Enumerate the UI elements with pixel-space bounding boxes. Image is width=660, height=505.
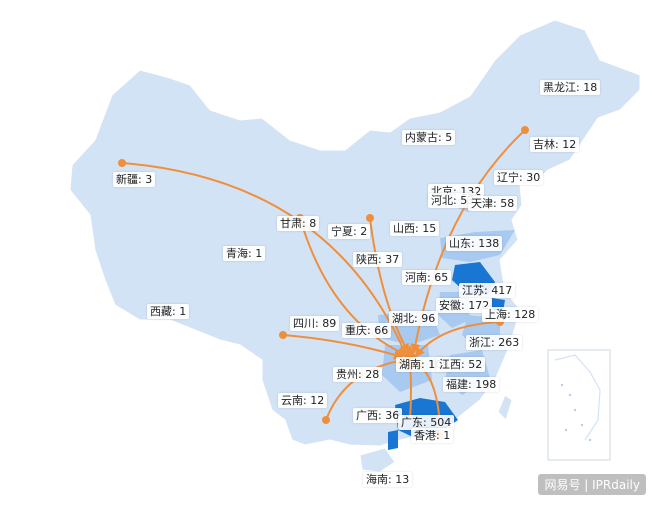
label-hubei: 湖北: 96	[389, 311, 439, 326]
label-sichuan: 四川: 89	[290, 316, 340, 331]
label-neimenggu: 内蒙古: 5	[402, 130, 456, 145]
label-tianjin: 天津: 58	[468, 196, 518, 211]
inset-coast	[554, 354, 601, 441]
hainan-island	[359, 447, 396, 473]
label-jiangxi: 江西: 52	[436, 357, 486, 372]
label-chongqing: 重庆: 66	[342, 323, 392, 338]
source-yunnan	[322, 416, 330, 424]
watermark: 网易号 | IPRdaily	[538, 474, 646, 495]
inset-islands	[560, 383, 592, 442]
label-qinghai: 青海: 1	[223, 246, 266, 261]
route-gansu	[299, 217, 408, 357]
taiwan-island	[497, 394, 513, 421]
route-sichuan	[282, 334, 404, 360]
label-hainan: 海南: 13	[363, 472, 413, 487]
label-henan: 河南: 65	[402, 270, 452, 285]
label-fujian: 福建: 198	[443, 377, 500, 392]
label-heilongjiang: 黑龙江: 18	[540, 80, 601, 95]
label-yunnan: 云南: 12	[278, 393, 328, 408]
route-ningxia	[369, 217, 409, 354]
label-xizang: 西藏: 1	[147, 304, 190, 319]
source-jilin	[521, 126, 529, 134]
source-sichuan	[279, 331, 287, 339]
label-xinjiang: 新疆: 3	[113, 172, 156, 187]
label-jilin: 吉林: 12	[530, 137, 580, 152]
label-guizhou: 贵州: 28	[333, 367, 383, 382]
label-shaanxi: 陕西: 37	[353, 252, 403, 267]
label-shanghai: 上海: 128	[482, 307, 539, 322]
route-shanghai	[414, 321, 501, 358]
label-zhejiang: 浙江: 263	[466, 335, 523, 350]
label-shandong: 山东: 138	[446, 236, 503, 251]
south-sea-inset	[547, 349, 611, 461]
label-jiangsu: 江苏: 417	[459, 283, 516, 298]
label-shanxi: 山西: 15	[390, 221, 440, 236]
label-guangxi: 广西: 36	[353, 408, 403, 423]
source-ningxia	[366, 214, 374, 222]
label-liaoning: 辽宁: 30	[494, 170, 544, 185]
label-ningxia: 宁夏: 2	[328, 224, 371, 239]
label-gansu: 甘肃: 8	[277, 216, 320, 231]
label-guangdong: 广东: 504	[398, 415, 455, 430]
label-hongkong: 香港: 1	[411, 428, 454, 443]
guangdong-leizhou	[388, 430, 398, 450]
source-xinjiang	[118, 159, 126, 167]
